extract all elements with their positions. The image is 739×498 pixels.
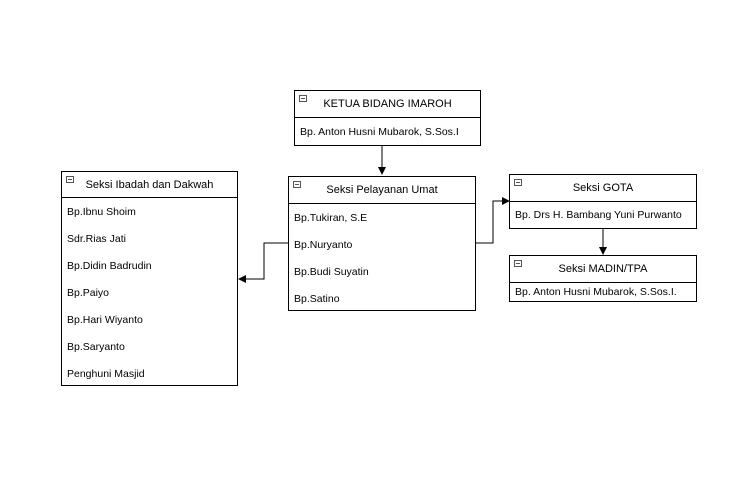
- box-title: Seksi Pelayanan Umat: [326, 184, 438, 196]
- member-row: Bp.Didin Badrudin: [67, 259, 152, 272]
- box-title: KETUA BIDANG IMAROH: [323, 98, 452, 110]
- member-row: Penghuni Masjid: [67, 367, 145, 380]
- box-title: Seksi Ibadah dan Dakwah: [85, 178, 214, 191]
- box-seksi-ibadah-dan-dakwah[interactable]: Seksi Ibadah dan Dakwah Bp.Ibnu Shoim Sd…: [61, 171, 238, 386]
- box-seksi-pelayanan-umat[interactable]: Seksi Pelayanan Umat Bp.Tukiran, S.E Bp.…: [288, 176, 476, 311]
- box-title: Seksi MADIN/TPA: [558, 263, 648, 275]
- member-row: Bp.Tukiran, S.E: [294, 211, 368, 224]
- collapse-minus-icon[interactable]: [514, 260, 522, 267]
- box-ketua-bidang-imaroh[interactable]: KETUA BIDANG IMAROH Bp. Anton Husni Muba…: [294, 90, 481, 146]
- member-row: Sdr.Rias Jati: [67, 232, 126, 245]
- member-row: Bp.Paiyo: [67, 286, 110, 299]
- connector-pelayanan-to-gota: [476, 197, 510, 244]
- collapse-minus-icon[interactable]: [66, 176, 74, 183]
- member-row: Bp.Ibnu Shoim: [67, 205, 136, 218]
- member-row: Bp.Nuryanto: [294, 238, 353, 251]
- member-row: Bp.Saryanto: [67, 340, 125, 353]
- member-row: Bp. Anton Husni Mubarok, S.Sos.I: [300, 125, 459, 138]
- member-row: Bp. Anton Husni Mubarok, S.Sos.I.: [515, 286, 677, 298]
- member-row: Bp.Satino: [294, 292, 340, 305]
- box-title: Seksi GOTA: [572, 182, 634, 194]
- member-row: Bp.Hari Wiyanto: [67, 313, 143, 326]
- collapse-minus-icon[interactable]: [299, 95, 307, 102]
- connector-pelayanan-to-ibadah: [238, 242, 289, 283]
- member-row: Bp. Drs H. Bambang Yuni Purwanto: [515, 209, 682, 221]
- box-seksi-gota[interactable]: Seksi GOTA Bp. Drs H. Bambang Yuni Purwa…: [509, 174, 697, 229]
- member-row: Bp.Budi Suyatin: [294, 265, 369, 278]
- collapse-minus-icon[interactable]: [293, 181, 301, 188]
- collapse-minus-icon[interactable]: [514, 179, 522, 186]
- box-seksi-madin-tpa[interactable]: Seksi MADIN/TPA Bp. Anton Husni Mubarok,…: [509, 255, 697, 302]
